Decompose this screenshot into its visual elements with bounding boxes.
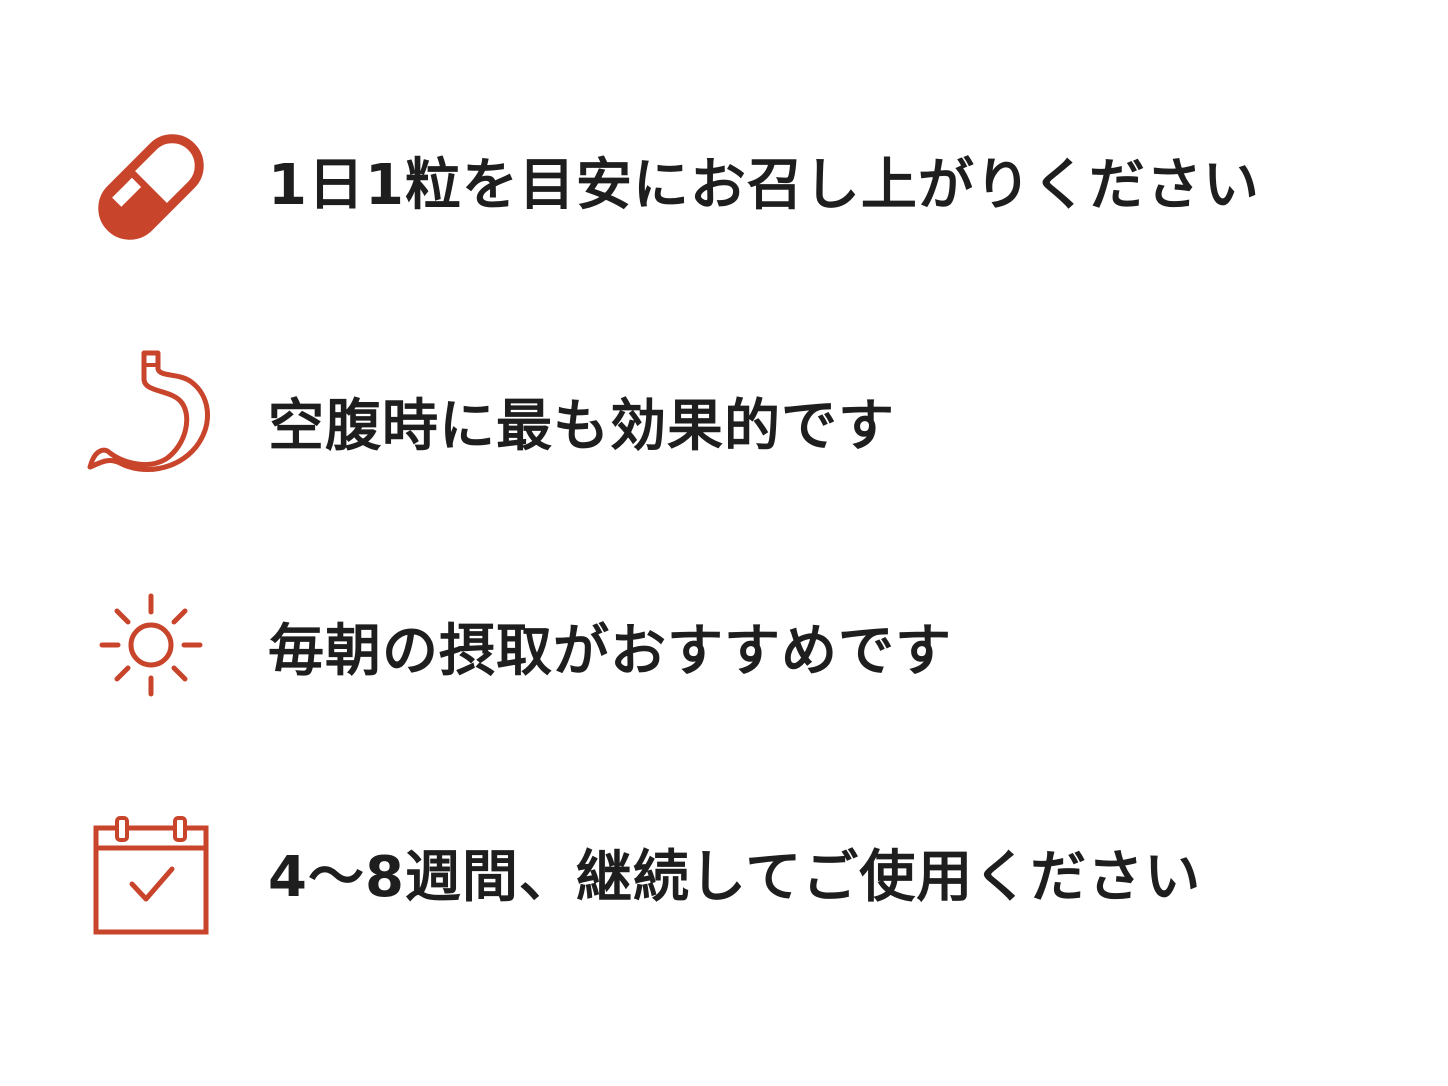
instruction-item-empty-stomach: 空腹時に最も効果的です — [0, 347, 1448, 507]
instruction-item-dosage: 1日1粒を目安にお召し上がりください — [0, 122, 1448, 282]
instruction-item-morning: 毎朝の摂取がおすすめです — [0, 582, 1448, 742]
instruction-text: 毎朝の摂取がおすすめです — [268, 619, 952, 684]
stomach-icon — [86, 347, 216, 477]
calendar-check-icon — [86, 808, 216, 938]
instruction-text: 1日1粒を目安にお召し上がりください — [268, 153, 1260, 218]
instruction-text: 4〜8週間、継続してご使用ください — [268, 845, 1202, 910]
sun-icon — [86, 582, 216, 712]
instruction-text: 空腹時に最も効果的です — [268, 394, 895, 459]
instruction-item-duration: 4〜8週間、継続してご使用ください — [0, 808, 1448, 968]
capsule-icon — [86, 122, 216, 252]
